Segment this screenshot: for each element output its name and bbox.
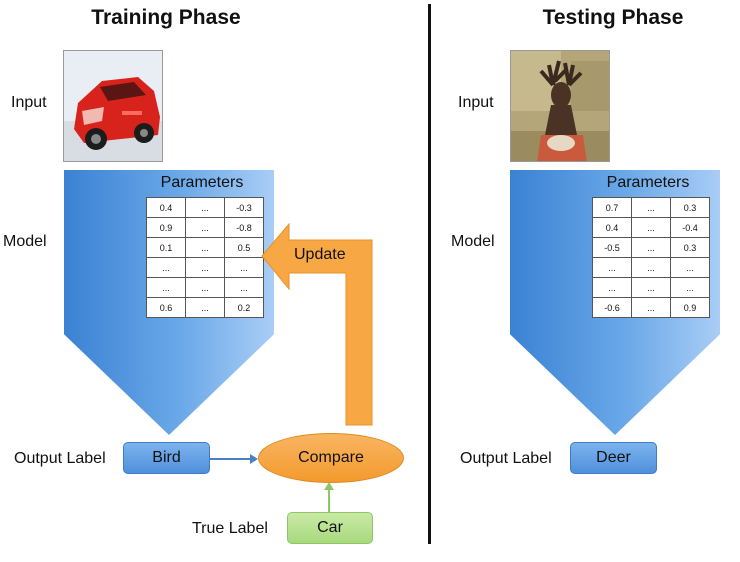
update-arrow: [261, 222, 373, 426]
params-cell: 0.7: [592, 197, 632, 218]
deer-image: [511, 51, 609, 161]
params-cell: 0.4: [592, 217, 632, 238]
params-cell: ...: [592, 277, 632, 298]
params-row: 0.6...0.2: [146, 297, 264, 318]
params-cell: ...: [185, 297, 225, 318]
update-label: Update: [294, 246, 346, 263]
params-cell: ...: [592, 257, 632, 278]
testing-params-title: Parameters: [606, 174, 690, 191]
training-params-title: Parameters: [160, 174, 244, 191]
params-cell: -0.5: [592, 237, 632, 258]
phase-divider: [428, 4, 431, 544]
training-model-label: Model: [3, 233, 47, 250]
params-row: -0.5...0.3: [592, 237, 710, 258]
params-row: .........: [592, 257, 710, 278]
params-cell: ...: [631, 257, 671, 278]
params-cell: ...: [631, 297, 671, 318]
params-cell: ...: [631, 217, 671, 238]
true-label-value: Car: [287, 512, 373, 544]
training-input-image: [63, 50, 163, 162]
training-phase-title: Training Phase: [91, 6, 241, 29]
testing-phase-title: Testing Phase: [542, 6, 684, 29]
params-row: 0.4...-0.3: [146, 197, 264, 218]
params-row: -0.6...0.9: [592, 297, 710, 318]
params-cell: 0.9: [670, 297, 710, 318]
compare-node: Compare: [258, 433, 404, 483]
params-row: .........: [592, 277, 710, 298]
testing-output-label: Output Label: [460, 450, 552, 467]
params-row: 0.4...-0.4: [592, 217, 710, 238]
testing-model-label: Model: [451, 233, 495, 250]
params-cell: ...: [670, 277, 710, 298]
training-output-value: Bird: [123, 442, 210, 474]
training-output-label: Output Label: [14, 450, 106, 467]
params-cell: 0.3: [670, 197, 710, 218]
params-cell: 0.3: [670, 237, 710, 258]
training-input-label: Input: [11, 94, 47, 111]
red-car-image: [64, 51, 162, 161]
params-row: .........: [146, 257, 264, 278]
params-cell: ...: [631, 237, 671, 258]
params-row: 0.7...0.3: [592, 197, 710, 218]
testing-output-value: Deer: [570, 442, 657, 474]
params-row: .........: [146, 277, 264, 298]
car-to-compare-arrowhead: [324, 482, 334, 490]
params-cell: ...: [631, 277, 671, 298]
params-cell: ...: [670, 257, 710, 278]
params-cell: 0.2: [224, 297, 264, 318]
testing-input-image: [510, 50, 610, 162]
testing-input-label: Input: [458, 94, 494, 111]
params-cell: -0.6: [592, 297, 632, 318]
params-cell: -0.4: [670, 217, 710, 238]
true-label-text: True Label: [192, 520, 268, 537]
params-row: 0.1...0.5: [146, 237, 264, 258]
bird-to-compare-arrowhead: [250, 454, 258, 464]
params-cell: ...: [631, 197, 671, 218]
